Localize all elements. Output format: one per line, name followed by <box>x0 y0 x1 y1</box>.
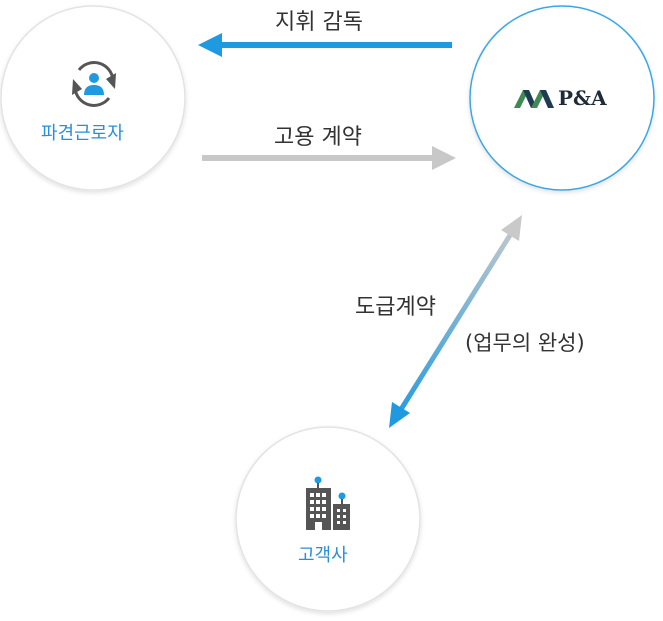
worker-label: 파견근로자 <box>41 123 124 144</box>
outsourcing-sublabel: (업무의 완성) <box>465 331 585 355</box>
outsourcing-label: 도급계약 <box>355 295 436 320</box>
company-node <box>469 5 655 191</box>
company-brand: P&A <box>558 86 607 110</box>
supervision-arrow <box>198 33 452 57</box>
worker-node <box>0 5 186 191</box>
worker-cycle-icon <box>72 61 116 107</box>
employment-arrow <box>202 146 456 170</box>
employment-label: 고용 계약 <box>274 125 362 150</box>
client-label: 고객사 <box>298 545 348 566</box>
pa-logo-icon <box>514 90 554 108</box>
outsourcing-arrow <box>389 215 522 428</box>
building-icon <box>306 476 350 530</box>
supervision-label: 지휘 감독 <box>275 10 363 35</box>
